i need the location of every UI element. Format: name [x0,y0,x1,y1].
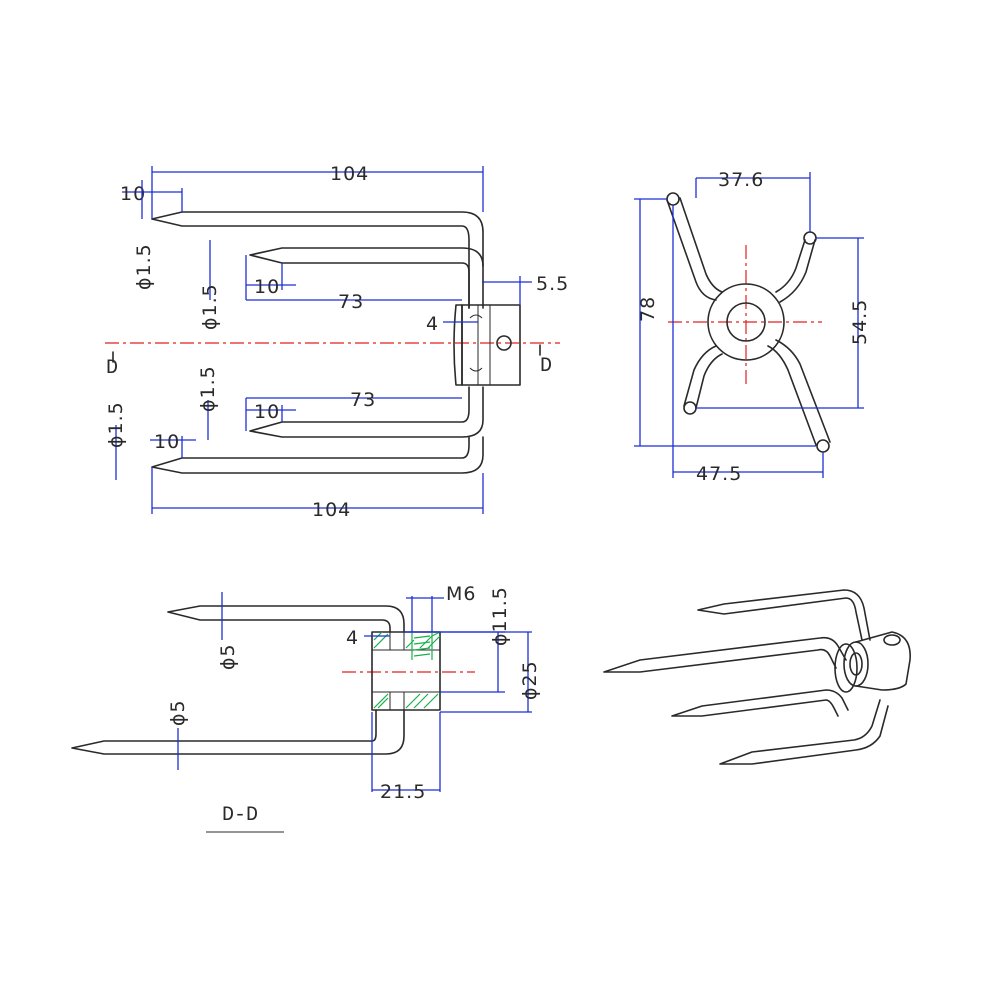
dim-73-bottom: 73 [350,389,376,411]
iso-prong-3 [671,689,849,717]
dim-21-5: 21.5 [380,781,426,803]
dim-tipdia-1: ϕ1.5 [133,243,155,290]
dim-104-top: 104 [330,163,369,185]
arm-upper-left [666,197,723,301]
iso-prong-4 [719,699,889,765]
dim-phi5-top: ϕ5 [217,643,239,670]
dim-tipdia-4: ϕ1.5 [105,401,127,448]
iso-prong-2 [603,636,847,673]
dim-104-bottom: 104 [312,499,351,521]
dim-4-front: 4 [426,313,439,335]
section-mark-right: D [540,355,552,378]
prong-outer-top [151,211,484,309]
dim-10-outer-bottom: 10 [154,431,180,453]
prong-inner-bottom [249,386,484,438]
section-prong-bottom [71,709,405,755]
isometric-view [603,589,911,765]
hub-hole [496,335,512,351]
section-title: D-D [222,804,258,827]
prong-inner-top [249,247,484,309]
dim-54-5: 54.5 [849,299,871,345]
dim-5-5: 5.5 [536,273,569,295]
hub-bore [726,302,766,342]
dim-m6: M6 [446,583,476,605]
dim-phi5-bottom: ϕ5 [167,699,189,726]
section-view: ϕ5 ϕ5 M6 ϕ11.5 ϕ25 4 21.5 D-D [71,583,541,833]
dim-4-section: 4 [346,627,359,649]
dim-10-outer-top: 10 [120,183,146,205]
dim-37-6: 37.6 [718,169,764,191]
hub-collar [453,304,463,386]
section-prong-top [167,605,405,633]
arm-lower-left [683,345,723,409]
section-mark-left: D [106,357,118,380]
section-hub [371,631,441,711]
dim-78: 78 [637,296,659,322]
dim-10-inner-bottom: 10 [254,401,280,423]
dim-73-top: 73 [338,291,364,313]
prong-outer-bottom [151,436,484,474]
dim-phi25: ϕ25 [519,660,541,700]
arm-upper-right [775,239,816,303]
iso-prong-1 [697,589,871,641]
arm-lower-right [767,339,831,446]
dim-phi11-5: ϕ11.5 [489,586,511,646]
iso-hub-body [855,631,911,691]
section-hatch [373,631,441,709]
dim-tipdia-2: ϕ1.5 [199,283,221,330]
hub-outer-ring [707,283,785,361]
dim-10-inner-top: 10 [254,276,280,298]
front-view: 104 10 ϕ1.5 10 ϕ1.5 73 5.5 4 D D 73 [105,163,569,521]
hub-block [461,304,521,386]
dim-47-5: 47.5 [696,463,742,485]
end-view: 37.6 78 54.5 47.5 [634,169,871,485]
dim-tipdia-3: ϕ1.5 [197,365,219,412]
